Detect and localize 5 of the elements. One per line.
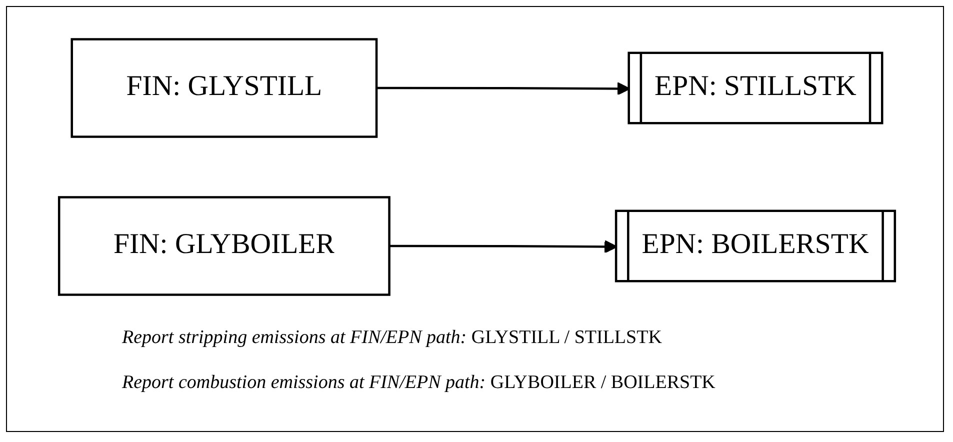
arrow — [389, 240, 618, 254]
node-box: FIN: GLYSTILL — [70, 38, 378, 138]
note-text: Report stripping emissions at FIN/EPN path: GLYSTILL / STILLSTK — [122, 327, 662, 349]
note-text: Report combustion emissions at FIN/EPN path: GLYBOILER / BOILERSTK — [122, 372, 716, 394]
node-box: FIN: GLYBOILER — [58, 196, 390, 296]
